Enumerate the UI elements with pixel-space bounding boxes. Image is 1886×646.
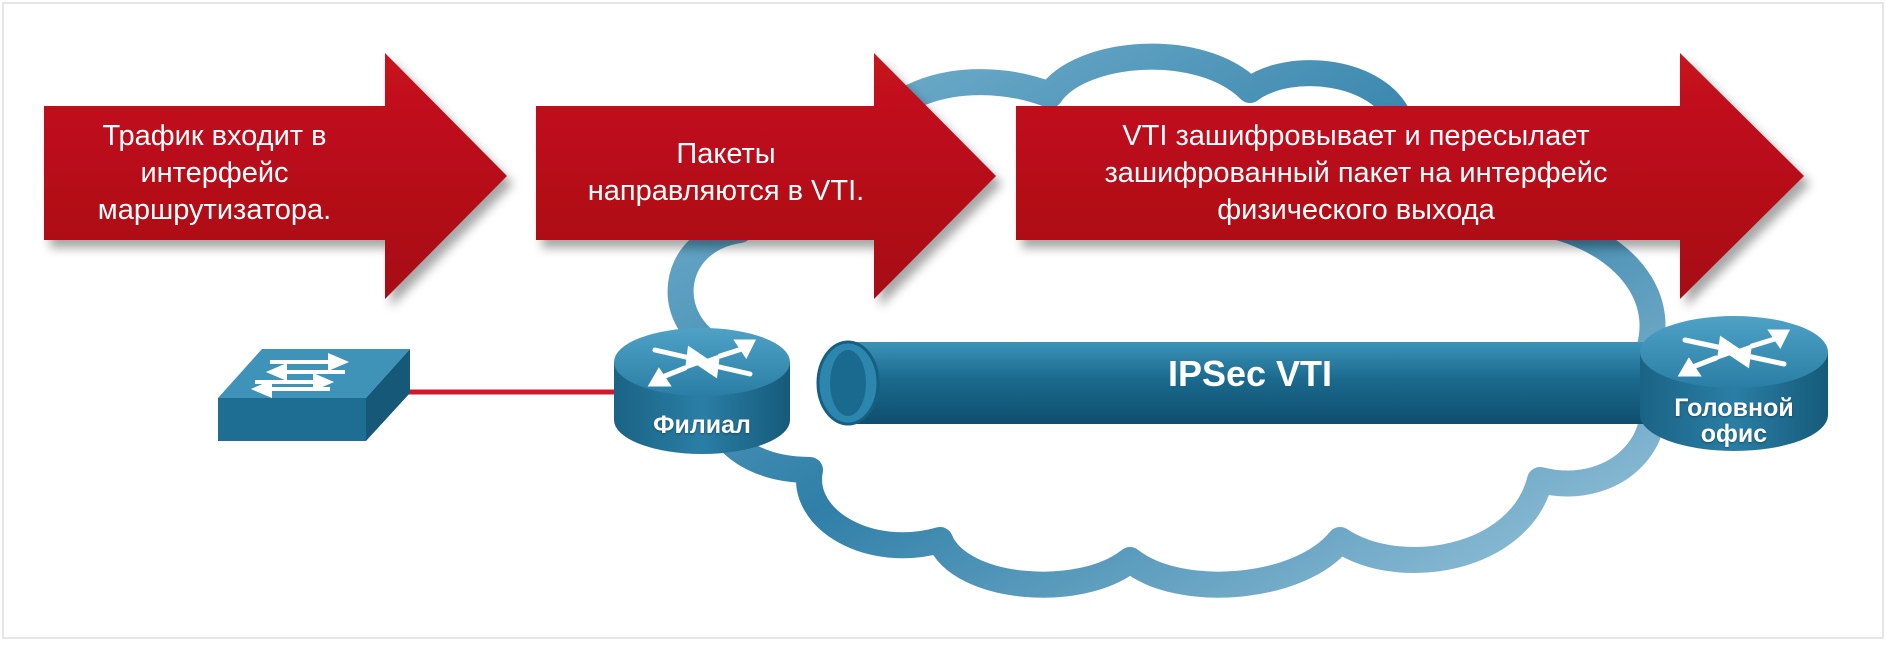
branch-router-label: Филиал [653, 411, 751, 439]
branch-router-icon [614, 328, 790, 454]
step-arrow-2 [536, 53, 996, 299]
tunnel-label: IPSec VTI [1167, 353, 1333, 394]
step-arrows [44, 53, 1804, 299]
hq-router-label: Головной офис [1674, 394, 1794, 448]
hq-router-icon [1640, 316, 1828, 451]
step-3-text: VTI зашифровывает и пересылает зашифрова… [1104, 119, 1608, 226]
step-arrow-1 [44, 53, 507, 299]
step-arrow-3 [1016, 53, 1804, 299]
step-2-text: Пакеты направляются в VTI. [587, 138, 865, 207]
switch-icon [218, 349, 410, 441]
step-1-text: Трафик входит в интерфейс маршрутизатора… [97, 119, 332, 226]
